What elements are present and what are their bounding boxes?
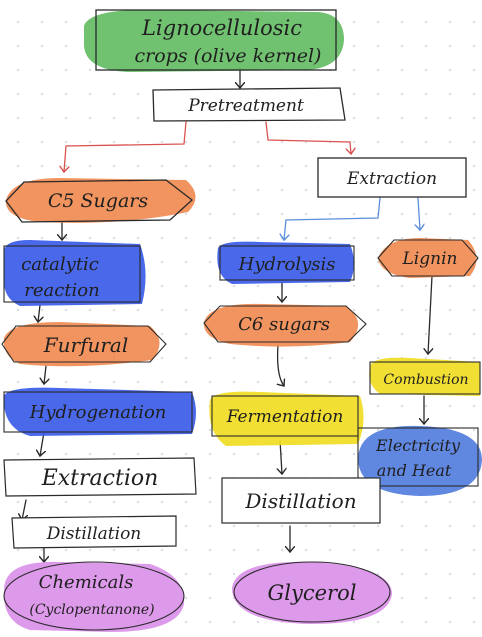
arrow-lignin-to-combustion — [428, 275, 432, 354]
node-label: Hydrogenation — [29, 402, 167, 423]
connectors — [22, 67, 432, 562]
node-box — [317, 157, 467, 198]
highlight-violet — [3, 561, 185, 632]
arrow-extraction-to-distillation — [22, 499, 26, 520]
node-box — [203, 305, 367, 343]
node-catalytic-reaction: catalytic reaction — [3, 240, 146, 306]
highlight-yellow — [209, 391, 364, 446]
node-label: Lignin — [402, 249, 458, 269]
node-fermentation: Fermentation — [209, 391, 364, 446]
highlight-green — [84, 9, 344, 72]
node-c6-sugars: C6 sugars — [203, 303, 367, 347]
node-label-line2: reaction — [24, 280, 100, 301]
node-label: Pretreatment — [187, 96, 304, 116]
node-label-line1: catalytic — [21, 254, 99, 275]
node-box — [5, 179, 194, 223]
arrow-fermentation-to-distillation — [280, 439, 282, 474]
node-label: C6 sugars — [238, 314, 330, 335]
node-electricity-heat: Electricity and Heat — [357, 425, 482, 496]
node-combustion: Combustion — [369, 357, 481, 396]
node-box — [3, 561, 185, 631]
arrow-furfural-to-hydrogenation — [44, 365, 46, 384]
arrow-catalytic-to-furfural — [38, 304, 40, 322]
highlight-yellow — [369, 357, 480, 396]
node-box — [3, 457, 197, 497]
node-lignin: Lignin — [377, 238, 479, 278]
node-label-line1: Chemicals — [39, 572, 134, 593]
node-pretreatment: Pretreatment — [152, 87, 346, 122]
node-box — [1, 325, 167, 363]
node-box — [95, 9, 337, 71]
highlight-orange — [3, 322, 160, 367]
node-extraction-c5: Extraction — [3, 457, 197, 497]
node-extraction-main: Extraction — [317, 157, 467, 198]
arrow-pretreatment-to-c5 — [64, 121, 187, 172]
arrow-c6-to-fermentation — [278, 344, 284, 386]
node-glycerol: Glycerol — [232, 561, 392, 624]
highlight-violet — [232, 561, 392, 624]
node-lignocellulosic-crops: Lignocellulosic crops (olive kernel) — [84, 9, 344, 72]
highlight-blue — [3, 387, 196, 436]
highlight-blue — [3, 240, 146, 306]
node-label-line2: and Heat — [377, 461, 452, 480]
node-chemicals: Chemicals (Cyclopentanone) — [3, 561, 185, 632]
node-label: Extraction — [346, 169, 437, 189]
node-label: Glycerol — [268, 581, 357, 605]
highlight-orange — [203, 303, 359, 347]
node-distillation-glycerol-path: Distillation — [221, 477, 381, 524]
node-box — [369, 361, 481, 395]
node-box — [233, 561, 391, 623]
highlight-orange — [5, 178, 196, 223]
node-label: Extraction — [41, 466, 159, 491]
node-box — [377, 239, 479, 277]
node-hydrolysis: Hydrolysis — [217, 241, 355, 284]
node-box — [211, 395, 359, 437]
node-label-line2: crops (olive kernel) — [135, 45, 322, 67]
arrow-hydrogenation-to-extraction — [40, 431, 44, 456]
highlight-orange — [378, 238, 477, 278]
node-box — [219, 245, 355, 281]
node-label: Distillation — [46, 524, 142, 544]
node-label-line1: Electricity — [375, 436, 461, 455]
node-box — [357, 427, 479, 487]
highlight-blue-light — [358, 425, 482, 496]
node-label: Combustion — [383, 372, 468, 388]
node-label-line2: (Cyclopentanone) — [29, 602, 154, 618]
node-hydrogenation: Hydrogenation — [3, 387, 196, 436]
node-label: Fermentation — [226, 407, 344, 427]
node-label: C5 Sugars — [48, 190, 148, 212]
node-c5-sugars: C5 Sugars — [5, 178, 196, 223]
node-distillation-chemicals-path: Distillation — [11, 515, 177, 549]
arrow-pretreatment-to-extraction — [265, 121, 351, 154]
node-box — [3, 245, 141, 303]
node-label: Hydrolysis — [238, 254, 336, 275]
node-box — [221, 477, 381, 524]
arrow-extraction-to-hydrolysis — [284, 197, 381, 240]
node-furfural: Furfural — [1, 322, 167, 367]
node-label: Furfural — [43, 333, 128, 357]
node-box — [152, 87, 346, 122]
node-box — [11, 515, 177, 549]
node-box — [3, 391, 193, 433]
node-label-line1: Lignocellulosic — [141, 16, 302, 40]
arrow-extraction-to-lignin — [418, 197, 420, 230]
highlight-blue — [217, 241, 354, 284]
node-label: Distillation — [244, 489, 356, 513]
